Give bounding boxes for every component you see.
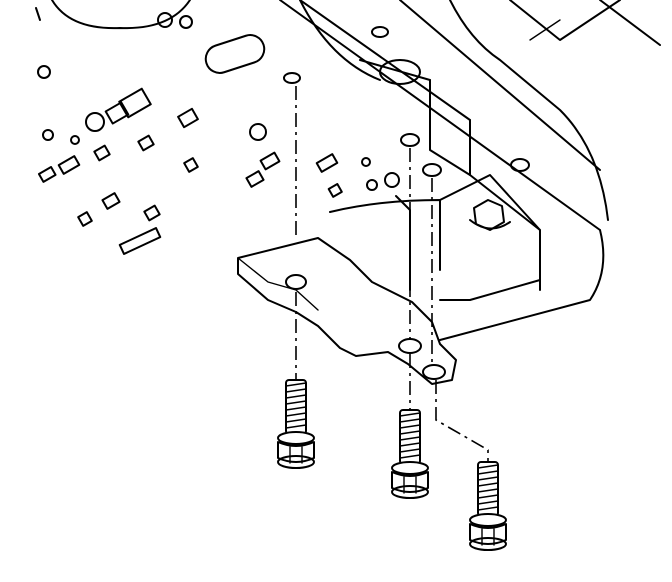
bracket bbox=[237, 237, 457, 385]
bolt bbox=[469, 461, 507, 551]
bolts bbox=[277, 379, 507, 551]
alignment-lines bbox=[295, 86, 489, 462]
housing-mount-holes bbox=[283, 72, 442, 177]
bolt bbox=[391, 409, 429, 499]
valve-body-passages bbox=[37, 34, 441, 291]
mounting-boss bbox=[439, 174, 541, 301]
bolt bbox=[277, 379, 315, 469]
